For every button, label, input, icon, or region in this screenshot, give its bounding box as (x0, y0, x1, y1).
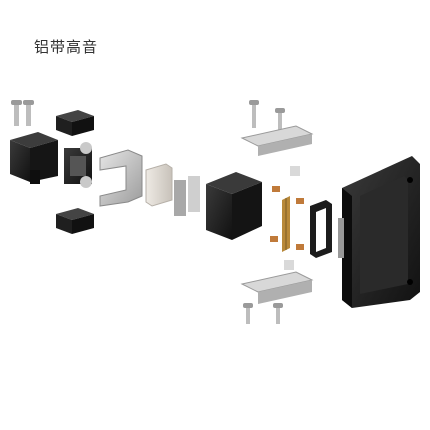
faceplate-hole (407, 279, 413, 285)
copper-contacts-top (272, 166, 304, 204)
magnet-assembly (64, 142, 92, 188)
top-pole-block (56, 110, 94, 136)
left-screw-group (11, 100, 34, 126)
front-frame (206, 172, 262, 240)
felt-damper (145, 163, 173, 207)
screw-head (11, 100, 22, 105)
screw-head (275, 108, 285, 113)
screw (276, 306, 280, 324)
bottom-terminal-rail (240, 260, 314, 324)
screw (278, 112, 282, 134)
screw-head (249, 100, 259, 105)
front-faceplate (338, 156, 420, 308)
screw (252, 104, 256, 128)
screw-head (273, 303, 283, 308)
ribbon-frame (310, 200, 332, 258)
screw (14, 104, 19, 126)
screw (246, 306, 250, 324)
bottom-pole-block (56, 208, 94, 234)
aluminium-ribbon (282, 196, 290, 252)
faceplate-hole (407, 177, 413, 183)
screw-head (243, 303, 253, 308)
screw (26, 104, 31, 126)
top-terminal-rail (240, 100, 314, 156)
spacer-plates (174, 176, 200, 216)
copper-contacts-bottom (270, 236, 304, 250)
rear-cap-part (10, 132, 58, 184)
u-bracket (99, 149, 143, 207)
screw-head (23, 100, 34, 105)
image-title: 铝带高音 (34, 38, 99, 56)
